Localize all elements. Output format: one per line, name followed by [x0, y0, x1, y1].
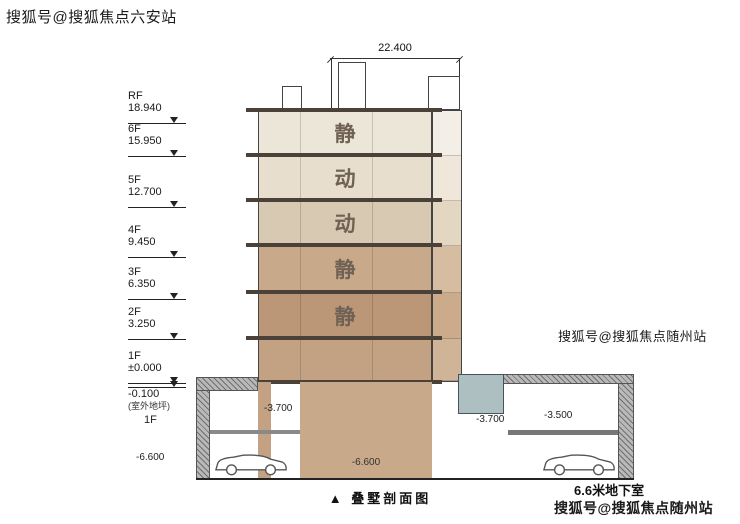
floor-slab — [246, 108, 442, 112]
car-left — [212, 450, 290, 478]
roof-equipment-box — [282, 86, 302, 110]
center-bottom-elevation-label: -6.600 — [351, 457, 381, 468]
roof-screen-left-line — [331, 58, 332, 110]
watermark-bottom-right: 搜狐号@搜狐焦点随州站 — [554, 500, 714, 516]
roof-stair-bulkhead — [338, 62, 366, 110]
tower-annex-section — [432, 110, 462, 382]
level-marker-ground: -0.100(室外地坪) — [128, 378, 186, 412]
annex-band — [433, 111, 461, 156]
floor-zone-label: 动 — [334, 166, 356, 191]
floor-slab — [246, 243, 442, 247]
top-dimension-line — [326, 55, 464, 64]
basement-floor-line — [196, 478, 634, 480]
car-icon — [542, 454, 615, 476]
annex-band — [433, 201, 461, 246]
car-right — [540, 450, 618, 478]
annex-band — [433, 246, 461, 293]
left-retaining-wall — [196, 390, 210, 479]
right-level-elevation-label: -3.500 — [544, 410, 573, 421]
tower-basement: -6.600 — [300, 382, 432, 478]
floor-zone-label: 静 — [334, 121, 356, 146]
floor-slab — [246, 153, 442, 157]
floor-zone-label: 静 — [334, 303, 356, 329]
car-icon — [214, 454, 287, 476]
floor-slab — [246, 290, 442, 294]
floor-band-3f: 静 — [259, 246, 431, 293]
annex-band — [433, 156, 461, 201]
top-dimension-label: 22.400 — [378, 42, 412, 54]
watermark-mid-right: 搜狐号@搜狐焦点随州站 — [558, 329, 707, 344]
left-parking-ceiling — [210, 430, 300, 434]
basement-depth-note: 6.6米地下室 — [574, 483, 645, 498]
floor-slab — [246, 336, 442, 340]
floor-band-2f: 静 — [259, 293, 431, 339]
floor-zone-label: 动 — [334, 211, 356, 236]
left-ground-slab — [196, 377, 258, 391]
basement-1f-label: 1F — [144, 414, 157, 426]
level-marker-1f: 1F±0.000 — [128, 350, 186, 384]
drawing-caption: ▲ 叠墅剖面图 — [328, 491, 432, 506]
left-bottom-elevation-label: -6.600 — [136, 452, 165, 463]
floor-band-1f — [259, 339, 431, 381]
right-retaining-wall — [618, 383, 634, 479]
right-parking-ceiling — [508, 430, 618, 435]
sunken-courtyard-block — [458, 374, 504, 414]
roof-equipment-box — [428, 76, 460, 110]
floor-slab — [246, 198, 442, 202]
floor-band-6f: 静 — [259, 111, 431, 156]
left-mid-elevation-label: -3.700 — [264, 403, 293, 414]
annex-band — [433, 293, 461, 339]
floor-band-4f: 动 — [259, 201, 431, 246]
annex-band — [433, 339, 461, 381]
watermark-top-left: 搜狐号@搜狐焦点六安站 — [6, 9, 177, 26]
right-mid-elevation-label: -3.700 — [476, 414, 505, 425]
floor-zone-label: 静 — [334, 257, 356, 282]
floor-band-5f: 动 — [259, 156, 431, 201]
